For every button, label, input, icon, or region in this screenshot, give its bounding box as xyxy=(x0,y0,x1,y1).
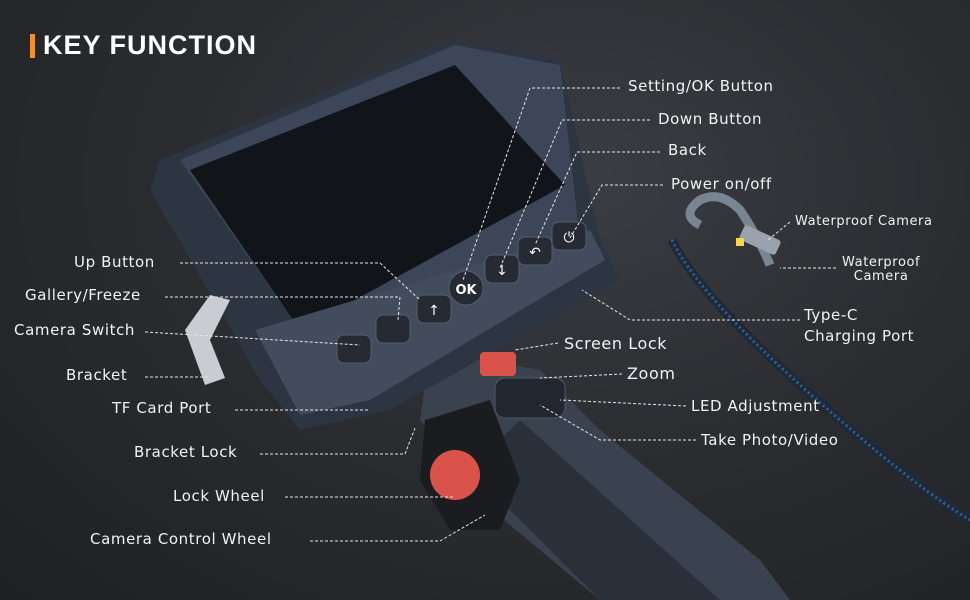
back-icon: ↶ xyxy=(529,245,541,261)
cable-lower xyxy=(667,238,970,524)
label-waterproof-camera: Waterproof Camera xyxy=(795,214,933,229)
power-icon: ⏻ xyxy=(563,230,574,246)
label-screen-lock: Screen Lock xyxy=(564,334,668,353)
label-control-wheel: Camera Control Wheel xyxy=(90,530,272,548)
screen-lock-button xyxy=(480,352,516,376)
front-buttons xyxy=(336,221,587,364)
label-down-button: Down Button xyxy=(658,110,763,128)
label-camera-switch: Camera Switch xyxy=(14,321,136,339)
camera-head xyxy=(739,225,781,255)
bracket xyxy=(185,295,230,385)
leader-lines xyxy=(144,87,836,542)
label-bracket-lock: Bracket Lock xyxy=(134,443,238,461)
label-bracket: Bracket xyxy=(66,366,128,384)
label-tf-card: TF Card Port xyxy=(112,399,212,417)
up-arrow-icon: ↑ xyxy=(428,303,440,319)
screen xyxy=(190,65,565,330)
label-lock-wheel: Lock Wheel xyxy=(173,487,265,505)
label-setting-ok: Setting/OK Button xyxy=(628,77,774,95)
down-arrow-icon: ↓ xyxy=(496,263,508,279)
zoom-led-buttons xyxy=(494,377,566,419)
label-gallery: Gallery/Freeze xyxy=(25,286,141,304)
accent-bar xyxy=(30,33,35,58)
label-back: Back xyxy=(668,141,707,159)
label-power: Power on/off xyxy=(671,175,772,193)
label-zoom: Zoom xyxy=(627,364,676,383)
ok-button-label[interactable]: OK xyxy=(455,283,477,298)
label-up-button: Up Button xyxy=(74,253,155,271)
label-photo-video: Take Photo/Video xyxy=(701,431,839,449)
lock-wheel xyxy=(430,450,480,500)
label-led: LED Adjustment xyxy=(691,397,820,415)
page-title: KEY FUNCTION xyxy=(30,30,257,61)
